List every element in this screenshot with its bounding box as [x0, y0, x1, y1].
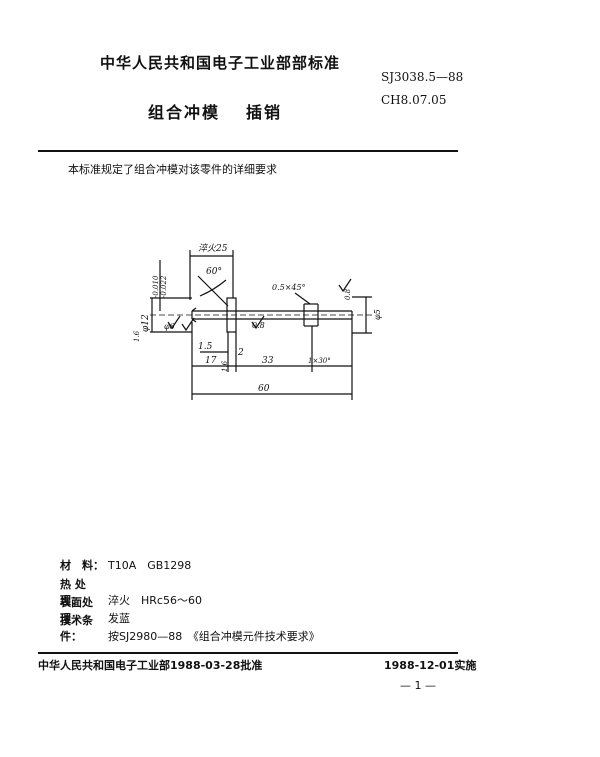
label-len-33: 33: [262, 356, 274, 366]
document-title: 组合冲模 插销: [148, 99, 308, 123]
spec-material-key: 材 料：: [60, 559, 104, 572]
title-main: 组合冲模: [148, 103, 221, 122]
spec-material-value: T10A GB1298: [108, 559, 192, 572]
page-number: — 1 —: [400, 679, 436, 692]
issuing-authority: 中华人民共和国电子工业部部标准: [100, 54, 341, 72]
spec-heat-treatment-value: 淬火 HRc56～60: [108, 594, 202, 607]
label-tolerance-lower: -0.022: [160, 275, 168, 298]
spec-material: 材 料： T10A GB1298: [60, 557, 191, 573]
label-tolerance-upper: -0.010: [152, 275, 160, 298]
standard-code: SJ3038.5—88: [381, 70, 464, 84]
spec-surface-treatment: 表面处理： 发蓝: [60, 594, 130, 626]
spec-heat-treatment: 热 处 理： 淬火 HRc56～60: [60, 576, 202, 608]
approval-line: 中华人民共和国电子工业部1988-03-28批准: [38, 659, 263, 672]
classification-code: CH8.07.05: [381, 93, 447, 107]
footer-rule: [38, 652, 458, 654]
label-dia-5: φ5: [373, 309, 382, 320]
spec-surface-treatment-key: 表面处理：: [60, 596, 93, 625]
label-ra-c: 0.8: [344, 288, 352, 300]
label-len-1-5: 1.5: [198, 342, 213, 352]
label-chamfer: 0.5×45°: [272, 283, 306, 292]
label-len-2: 2: [237, 348, 244, 358]
label-ra-b: 0.8: [252, 321, 265, 330]
spec-technical-conditions-key: 技术条件：: [60, 614, 93, 643]
label-dia-6: φ6: [164, 322, 175, 331]
label-end-chamfer: 1×30°: [308, 357, 331, 365]
label-len-17: 17: [205, 356, 217, 366]
label-ra-d: 1.6: [221, 360, 229, 372]
label-dia-12: φ12: [141, 314, 151, 332]
label-hardened-length: 淬火25: [198, 243, 228, 254]
title-part: 插销: [246, 103, 283, 122]
spec-technical-conditions: 技术条件： 按SJ2980—88 《组合冲模元件技术要求》: [60, 612, 320, 644]
intro-text: 本标准规定了组合冲模对该零件的详细要求: [68, 163, 277, 176]
header-rule: [38, 150, 458, 152]
label-angle: 60°: [206, 267, 222, 277]
effective-date: 1988-12-01实施: [384, 659, 477, 672]
label-len-60: 60: [258, 384, 270, 394]
label-ra-a: 1.6: [133, 330, 141, 342]
spec-technical-conditions-value: 按SJ2980—88 《组合冲模元件技术要求》: [108, 630, 320, 643]
spec-heat-treatment-key: 热 处 理：: [60, 578, 86, 607]
spec-surface-treatment-value: 发蓝: [108, 612, 130, 625]
